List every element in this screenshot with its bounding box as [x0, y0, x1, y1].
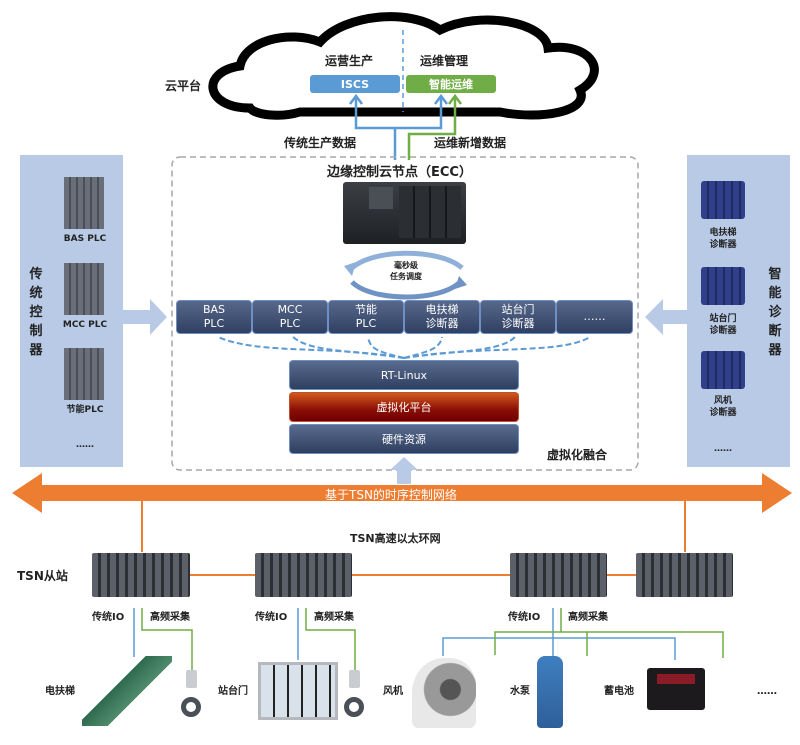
ecc-hardware-image: [343, 182, 466, 244]
scheduling-label: 毫秒级 任务调度: [376, 260, 436, 282]
fan-image: [412, 658, 476, 728]
more-devices-label: ……: [757, 686, 777, 697]
scheduling-arrowhead-left: [344, 262, 356, 276]
hf-line-3: [494, 608, 724, 658]
current-sensor-icon: [344, 697, 364, 717]
left-device-label: 节能PLC: [66, 405, 104, 415]
tsn-slave-station[interactable]: [255, 553, 352, 597]
module-energy-plc[interactable]: 节能 PLC: [328, 300, 404, 334]
traditional-controllers-panel: 传统控制器 BAS PLC MCC PLC 节能PLC ……: [20, 155, 123, 467]
smart-diagnostics-panel: 智能诊断器 电扶梯 诊断器 站台门 诊断器 风机 诊断器 ……: [687, 155, 790, 467]
traditional-data-line: [354, 97, 443, 160]
vibration-sensor-icon: [186, 670, 197, 688]
escalator-image: [82, 656, 172, 726]
right-device-label: 站台门 诊断器: [709, 314, 737, 336]
scheduling-dashed-links: [217, 336, 591, 359]
tsn-slave-station[interactable]: [636, 553, 733, 597]
operations-heading: 运营生产: [325, 54, 374, 68]
platform-door-image: [258, 662, 338, 720]
hf-label: 高频采集: [314, 612, 354, 623]
module-bas-plc[interactable]: BAS PLC: [176, 300, 252, 334]
plc-icon: [64, 177, 104, 229]
diagnostic-device-icon: [701, 181, 745, 219]
ops-blue-arrowhead: [434, 93, 448, 105]
vibration-sensor-icon: [349, 670, 360, 688]
left-to-ecc-arrow: [123, 299, 167, 335]
plc-icon: [64, 348, 104, 400]
new-ops-data-label: 运维新增数据: [434, 136, 507, 150]
right-device-label: 电扶梯 诊断器: [709, 228, 737, 250]
traditional-controllers-title: 传统控制器: [29, 267, 43, 358]
tsn-slave-station[interactable]: [510, 553, 607, 597]
tsn-slave-station[interactable]: [92, 553, 190, 597]
left-more-label: ……: [76, 440, 94, 450]
tsn-bus-arrow: [12, 473, 792, 513]
new-ops-data-line: [407, 97, 457, 160]
device-label-platform-door: 站台门: [218, 686, 248, 697]
ops-green-arrowhead: [448, 93, 462, 105]
hardware-resources-layer[interactable]: 硬件资源: [289, 424, 519, 454]
tsn-bus-label: 基于TSN的时序控制网络: [325, 488, 457, 502]
ecc-container: [171, 156, 639, 471]
device-label-pump: 水泵: [510, 686, 530, 697]
right-to-ecc-arrow: [645, 299, 688, 335]
device-label-battery: 蓄电池: [604, 686, 634, 697]
battery-label-strip: [657, 674, 695, 684]
scheduling-arrowhead-right: [455, 276, 467, 289]
io-label: 传统IO: [92, 612, 125, 623]
hf-line-2: [305, 608, 356, 670]
module-escalator-diag[interactable]: 电扶梯 诊断器: [404, 300, 480, 334]
right-device-label: 风机 诊断器: [709, 396, 737, 418]
rt-linux-layer[interactable]: RT-Linux: [289, 360, 519, 390]
scheduling-label-line2: 任务调度: [390, 272, 422, 281]
maintenance-heading: 运维管理: [420, 54, 469, 68]
tsn-ring-label: TSN高速以太环网: [350, 532, 441, 545]
device-label-fan: 风机: [383, 686, 403, 697]
current-sensor-icon: [181, 697, 201, 717]
device-label-escalator: 电扶梯: [45, 686, 75, 697]
bus-to-hardware-arrow: [390, 457, 418, 484]
hf-label: 高频采集: [568, 612, 608, 623]
cloud-shape: [208, 12, 599, 120]
virtualization-platform-layer[interactable]: 虚拟化平台: [289, 392, 519, 422]
smart-diagnostics-title: 智能诊断器: [768, 267, 782, 358]
iscs-arrowhead: [349, 93, 363, 105]
battery-image: [647, 668, 705, 710]
scheduling-arrow-top: [348, 250, 464, 272]
plc-icon: [64, 263, 104, 315]
left-device-label: MCC PLC: [62, 320, 108, 330]
module-mcc-plc[interactable]: MCC PLC: [252, 300, 328, 334]
cloud-platform-label: 云平台: [165, 79, 202, 93]
hf-label: 高频采集: [150, 612, 190, 623]
ecc-slots: [399, 186, 461, 238]
ecc-title: 边缘控制云节点（ECC）: [327, 165, 472, 180]
module-psd-diag[interactable]: 站台门 诊断器: [480, 300, 556, 334]
diagnostic-device-icon: [701, 267, 745, 305]
io-line-3: [442, 608, 676, 660]
io-label: 传统IO: [255, 612, 288, 623]
virtualization-fusion-label: 虚拟化融合: [547, 448, 608, 462]
tsn-slave-label: TSN从站: [17, 569, 68, 583]
io-label: 传统IO: [508, 612, 541, 623]
diagnostic-device-icon: [701, 351, 745, 389]
scheduling-label-line1: 毫秒级: [394, 261, 418, 270]
scheduling-arrow-bottom: [350, 280, 462, 300]
module-more[interactable]: ……: [556, 300, 633, 334]
smart-ops-box[interactable]: 智能运维: [406, 75, 496, 93]
left-device-label: BAS PLC: [63, 234, 107, 244]
water-pump-image: [537, 656, 563, 728]
iscs-box[interactable]: ISCS: [310, 75, 400, 93]
hf-line-1: [141, 608, 193, 670]
traditional-data-label: 传统生产数据: [284, 136, 357, 150]
ecc-screen: [369, 187, 393, 209]
right-more-label: ……: [714, 444, 732, 454]
